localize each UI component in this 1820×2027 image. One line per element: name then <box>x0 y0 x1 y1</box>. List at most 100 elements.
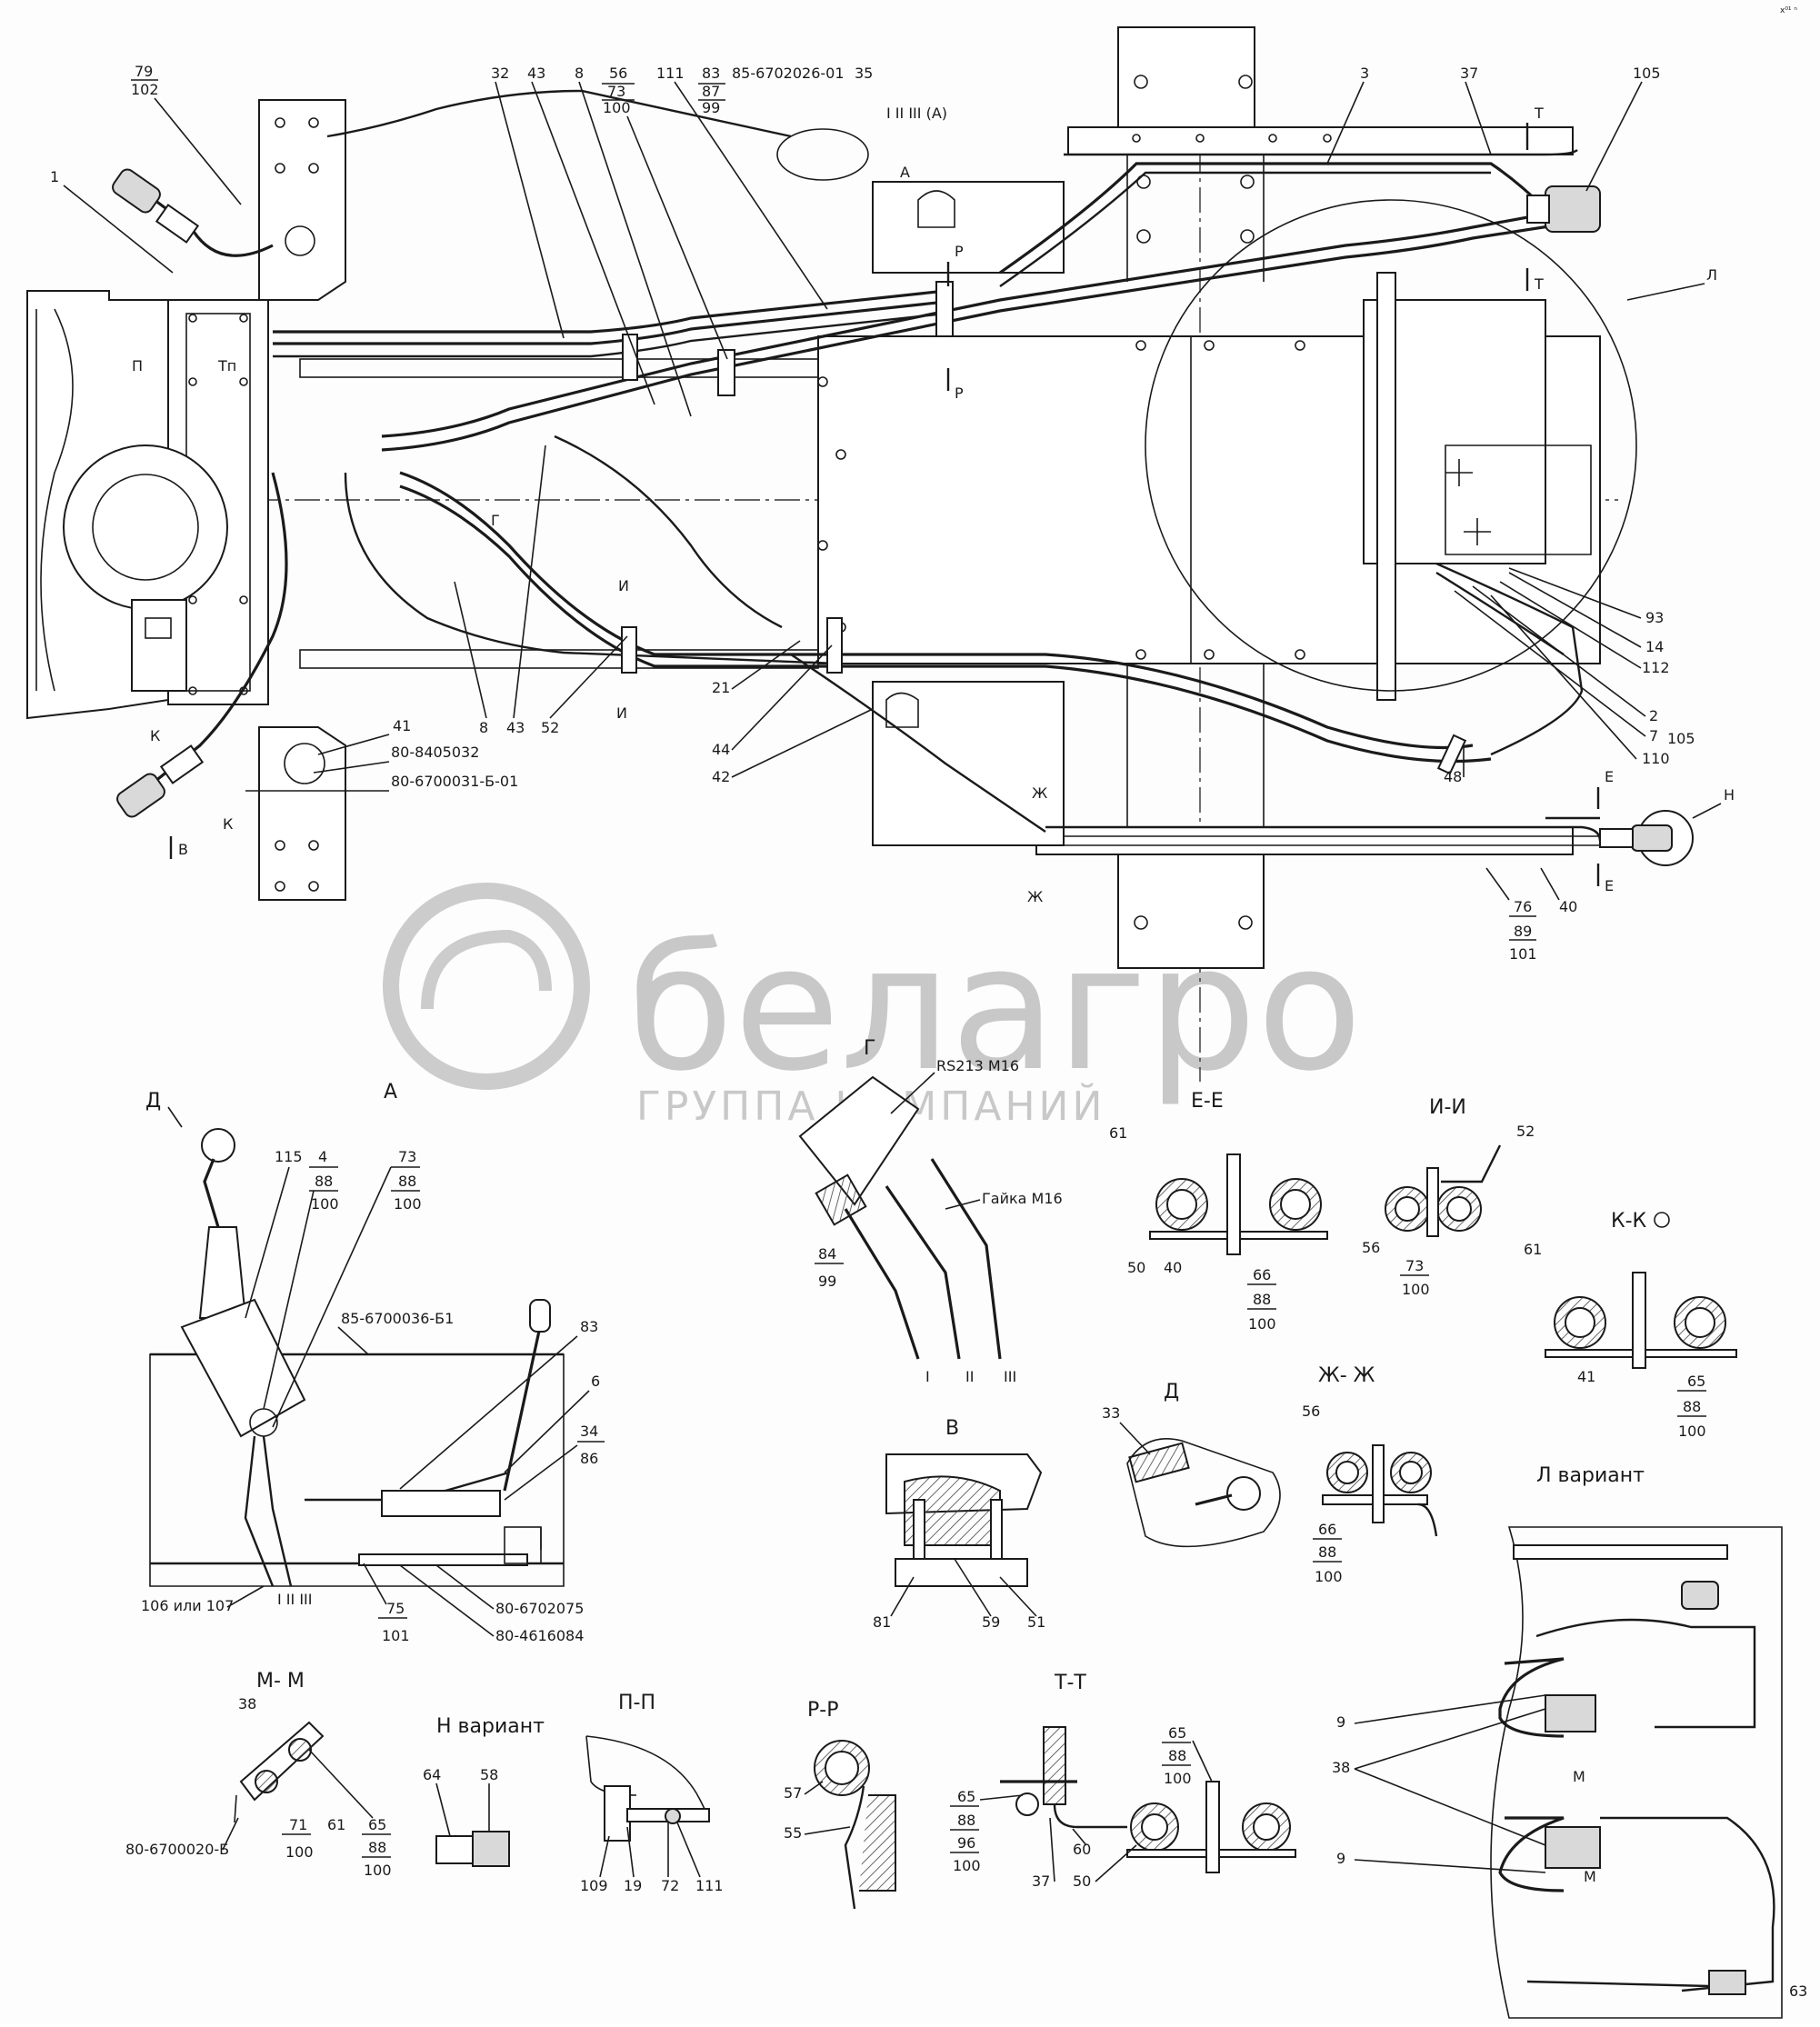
label-6: 6 <box>591 1373 600 1390</box>
section-ii-title: И-И <box>1429 1096 1466 1119</box>
variant-h: Н вариант 64 58 <box>423 1715 545 1867</box>
label-80-8405032: 80-8405032 <box>391 744 479 761</box>
section-ee: Е-Е 61 50 40 66 88 100 <box>1109 1090 1328 1333</box>
label-56-ii: 56 <box>1362 1239 1380 1256</box>
label-40-ee: 40 <box>1164 1259 1182 1276</box>
label-roman-1: I <box>925 1368 930 1385</box>
label-roman-view-a: I II III <box>277 1591 312 1608</box>
section-tp: Тп <box>217 357 236 374</box>
upper-tube-right <box>1064 149 1578 156</box>
callout-ellipse <box>776 128 869 181</box>
label-61-mm: 61 <box>327 1816 345 1833</box>
label-8-top: 8 <box>575 65 584 82</box>
label-72-pp: 72 <box>661 1877 679 1894</box>
upper-beam-end <box>1117 26 1255 128</box>
base-plate <box>358 1553 528 1566</box>
label-88-tt-a: 88 <box>957 1812 975 1829</box>
label-61-ee: 61 <box>1109 1124 1127 1142</box>
hand-lever <box>503 1322 543 1492</box>
view-d: Д 33 <box>1102 1381 1281 1548</box>
label-80-6702075: 80-6702075 <box>495 1600 584 1617</box>
label-50-ee: 50 <box>1127 1259 1145 1276</box>
label-96-tt: 96 <box>957 1834 975 1852</box>
quick-coupler-lower-right <box>1599 810 1694 866</box>
label-79: 79 <box>135 63 153 80</box>
view-d-title: Д <box>1164 1381 1179 1403</box>
bracket-hole-upper <box>285 225 315 256</box>
label-73-a: 73 <box>398 1148 416 1165</box>
section-p-bottom: Р <box>955 384 964 402</box>
label-41-kk: 41 <box>1577 1368 1595 1385</box>
label-nut-m16: Гайка M16 <box>982 1190 1063 1207</box>
section-zh-bottom: Ж <box>1027 888 1043 905</box>
label-73: 73 <box>607 83 625 100</box>
label-32: 32 <box>491 65 509 82</box>
view-v-title: В <box>945 1417 959 1440</box>
label-14: 14 <box>1645 638 1664 655</box>
section-tt-title: Т-Т <box>1054 1672 1086 1694</box>
label-l: Л <box>1706 266 1717 284</box>
label-88-zh: 88 <box>1318 1543 1336 1561</box>
label-roman-a: I II III (A) <box>886 105 947 122</box>
lower-cross-beam <box>1035 826 1574 855</box>
label-65-tt-a: 65 <box>957 1788 975 1805</box>
label-100-mm-b: 100 <box>364 1862 392 1879</box>
label-1: 1 <box>50 168 59 185</box>
label-105-top: 105 <box>1633 65 1661 82</box>
label-85-6700036-b1: 85-6700036-Б1 <box>341 1310 454 1327</box>
label-h: Н <box>1724 786 1735 804</box>
section-rr: Р-Р 57 55 <box>784 1699 896 1910</box>
pump-port <box>145 617 172 639</box>
label-43-top: 43 <box>527 65 545 82</box>
label-87: 87 <box>702 83 720 100</box>
label-38-l: 38 <box>1332 1759 1350 1776</box>
label-38-mm: 38 <box>238 1695 256 1712</box>
label-100-ee: 100 <box>1248 1315 1276 1333</box>
section-mm: М- М 38 80-6700020-Б 71 61 100 65 88 100 <box>125 1670 392 1879</box>
label-35: 35 <box>855 65 873 82</box>
label-109-pp: 109 <box>580 1877 608 1894</box>
label-66-zh: 66 <box>1318 1521 1336 1538</box>
label-19-pp: 19 <box>624 1877 642 1894</box>
quick-coupler-upper-right <box>1526 185 1601 233</box>
frame-rail-upper <box>299 358 819 378</box>
label-roman-3: III <box>1004 1368 1016 1385</box>
section-pi: П <box>132 357 143 374</box>
label-99-g: 99 <box>818 1273 836 1290</box>
rear-hub <box>1363 299 1546 564</box>
section-zhzh: Ж- Ж 56 66 88 100 <box>1302 1364 1438 1585</box>
tank-bolts <box>817 340 1305 660</box>
section-k-bottom: К <box>223 815 234 833</box>
valve-block <box>180 1298 306 1438</box>
label-44: 44 <box>712 741 730 758</box>
section-ee-title: Е-Е <box>1191 1090 1224 1113</box>
label-4: 4 <box>318 1148 327 1165</box>
section-kk: К-К 61 41 65 88 100 <box>1524 1210 1737 1440</box>
section-p-top: Р <box>955 243 964 260</box>
watermark-logo-ring <box>383 883 590 1090</box>
label-111-pp: 111 <box>695 1877 724 1894</box>
label-88-a: 88 <box>315 1173 333 1190</box>
upper-beam-holes <box>1132 134 1332 143</box>
label-59-v: 59 <box>982 1613 1000 1631</box>
view-g-title: Г <box>864 1037 875 1060</box>
cylinder <box>381 1490 501 1517</box>
label-71-mm: 71 <box>289 1816 307 1833</box>
label-m-l-bottom: М <box>1584 1868 1596 1885</box>
section-kk-title: К-К <box>1611 1210 1647 1233</box>
label-102: 102 <box>131 81 159 98</box>
lower-beam-end <box>1117 854 1265 969</box>
battery-box-lower <box>872 681 1065 846</box>
label-88-ee: 88 <box>1253 1291 1271 1308</box>
label-63-l: 63 <box>1789 1982 1807 2000</box>
label-75: 75 <box>386 1600 405 1617</box>
label-100: 100 <box>603 99 631 116</box>
section-a: А <box>900 164 910 181</box>
section-pp: П-П 109 19 72 111 <box>580 1692 724 1894</box>
label-48: 48 <box>1444 768 1462 785</box>
label-21: 21 <box>712 679 730 696</box>
section-i-top: И <box>618 577 629 594</box>
section-e-top: Е <box>1605 768 1614 785</box>
